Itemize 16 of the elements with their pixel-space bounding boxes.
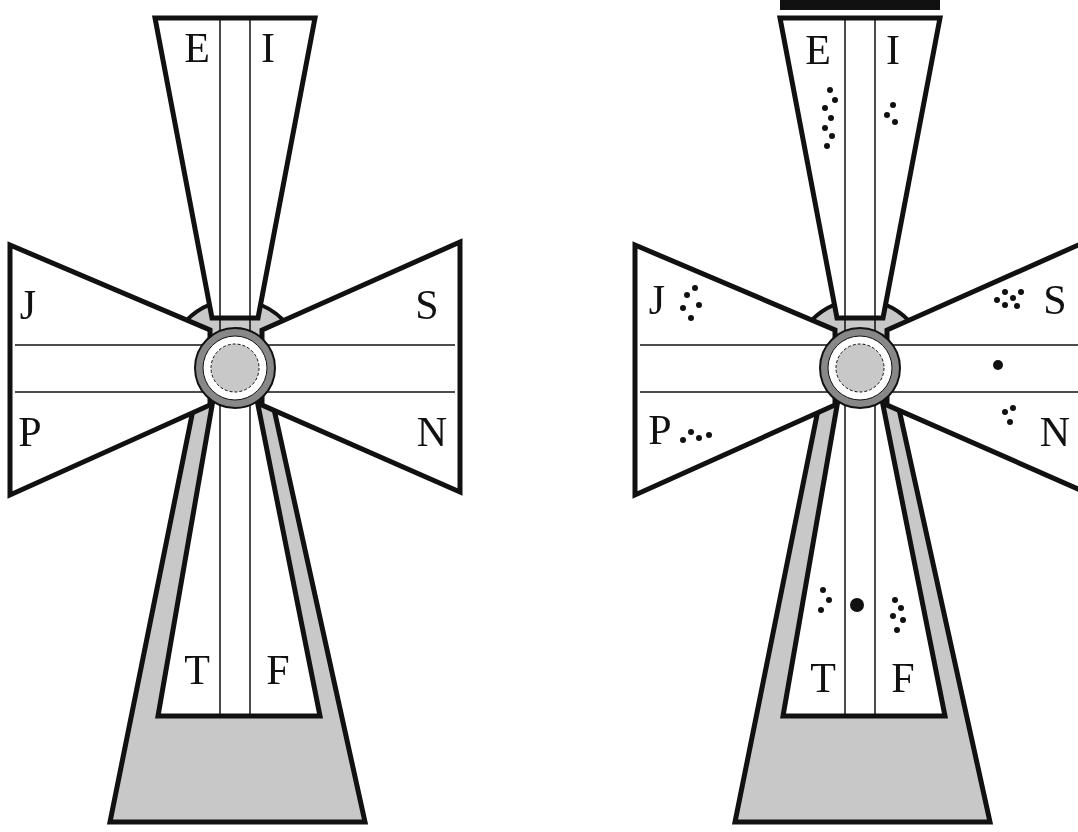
letter-label: I	[261, 27, 275, 69]
letter-label: J	[648, 279, 666, 321]
letter-label: N	[416, 411, 448, 453]
letter-label: P	[648, 409, 672, 451]
letter-label: P	[18, 411, 42, 453]
letter-label: T	[184, 649, 210, 691]
letter-label: J	[19, 284, 37, 326]
letter-label: N	[1039, 411, 1071, 453]
letter-label: F	[266, 649, 290, 691]
letter-label: E	[184, 27, 210, 69]
letter-label: S	[1043, 279, 1067, 321]
letter-label: S	[415, 284, 439, 326]
letter-label: I	[886, 29, 900, 71]
letter-label: E	[805, 29, 831, 71]
letter-label: T	[810, 657, 836, 699]
letter-label: F	[891, 657, 915, 699]
